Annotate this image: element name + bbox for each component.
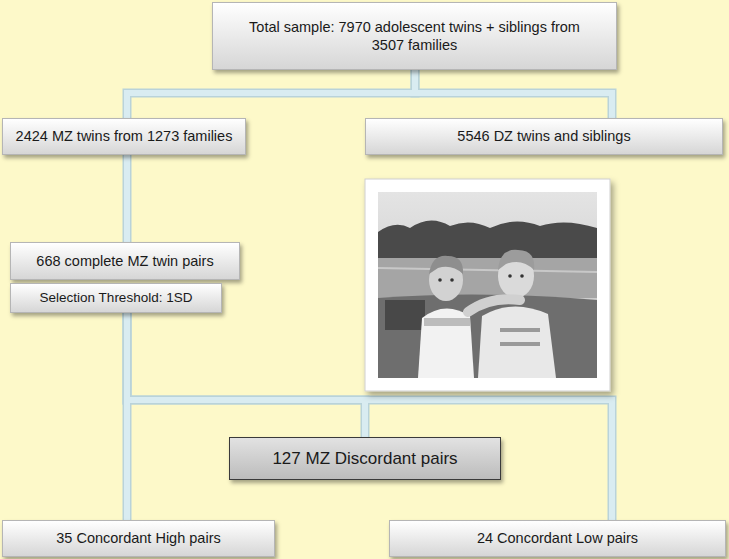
photo-frame — [365, 179, 610, 391]
box-label: 5546 DZ twins and siblings — [457, 127, 630, 145]
process-box: 35 Concordant High pairs — [2, 520, 275, 557]
connector-outline — [127, 70, 415, 118]
photo-image — [378, 192, 597, 378]
process-box: Total sample: 7970 adolescent twins + si… — [212, 2, 617, 70]
process-box: 24 Concordant Low pairs — [389, 520, 726, 557]
connector-outline — [123, 155, 132, 242]
process-box: 5546 DZ twins and siblings — [365, 118, 723, 155]
process-box: Selection Threshold: 1SD — [10, 283, 222, 313]
connector-line — [127, 313, 365, 437]
process-box: 668 complete MZ twin pairs — [10, 242, 240, 280]
process-box: 127 MZ Discordant pairs — [229, 437, 501, 480]
connector-outline — [415, 70, 612, 118]
connector-line — [415, 70, 612, 118]
connector-line — [127, 70, 415, 118]
box-label: 24 Concordant Low pairs — [477, 529, 638, 547]
box-label: Total sample: 7970 adolescent twins + si… — [240, 18, 590, 54]
box-label: 668 complete MZ twin pairs — [36, 252, 213, 270]
connector-outline — [127, 313, 365, 437]
box-label: 127 MZ Discordant pairs — [272, 448, 457, 469]
box-label: Selection Threshold: 1SD — [40, 290, 193, 307]
box-label: 35 Concordant High pairs — [56, 529, 220, 547]
process-box: 2424 MZ twins from 1273 families — [2, 118, 246, 155]
connector-line — [124, 155, 130, 242]
box-label: 2424 MZ twins from 1273 families — [16, 127, 233, 145]
